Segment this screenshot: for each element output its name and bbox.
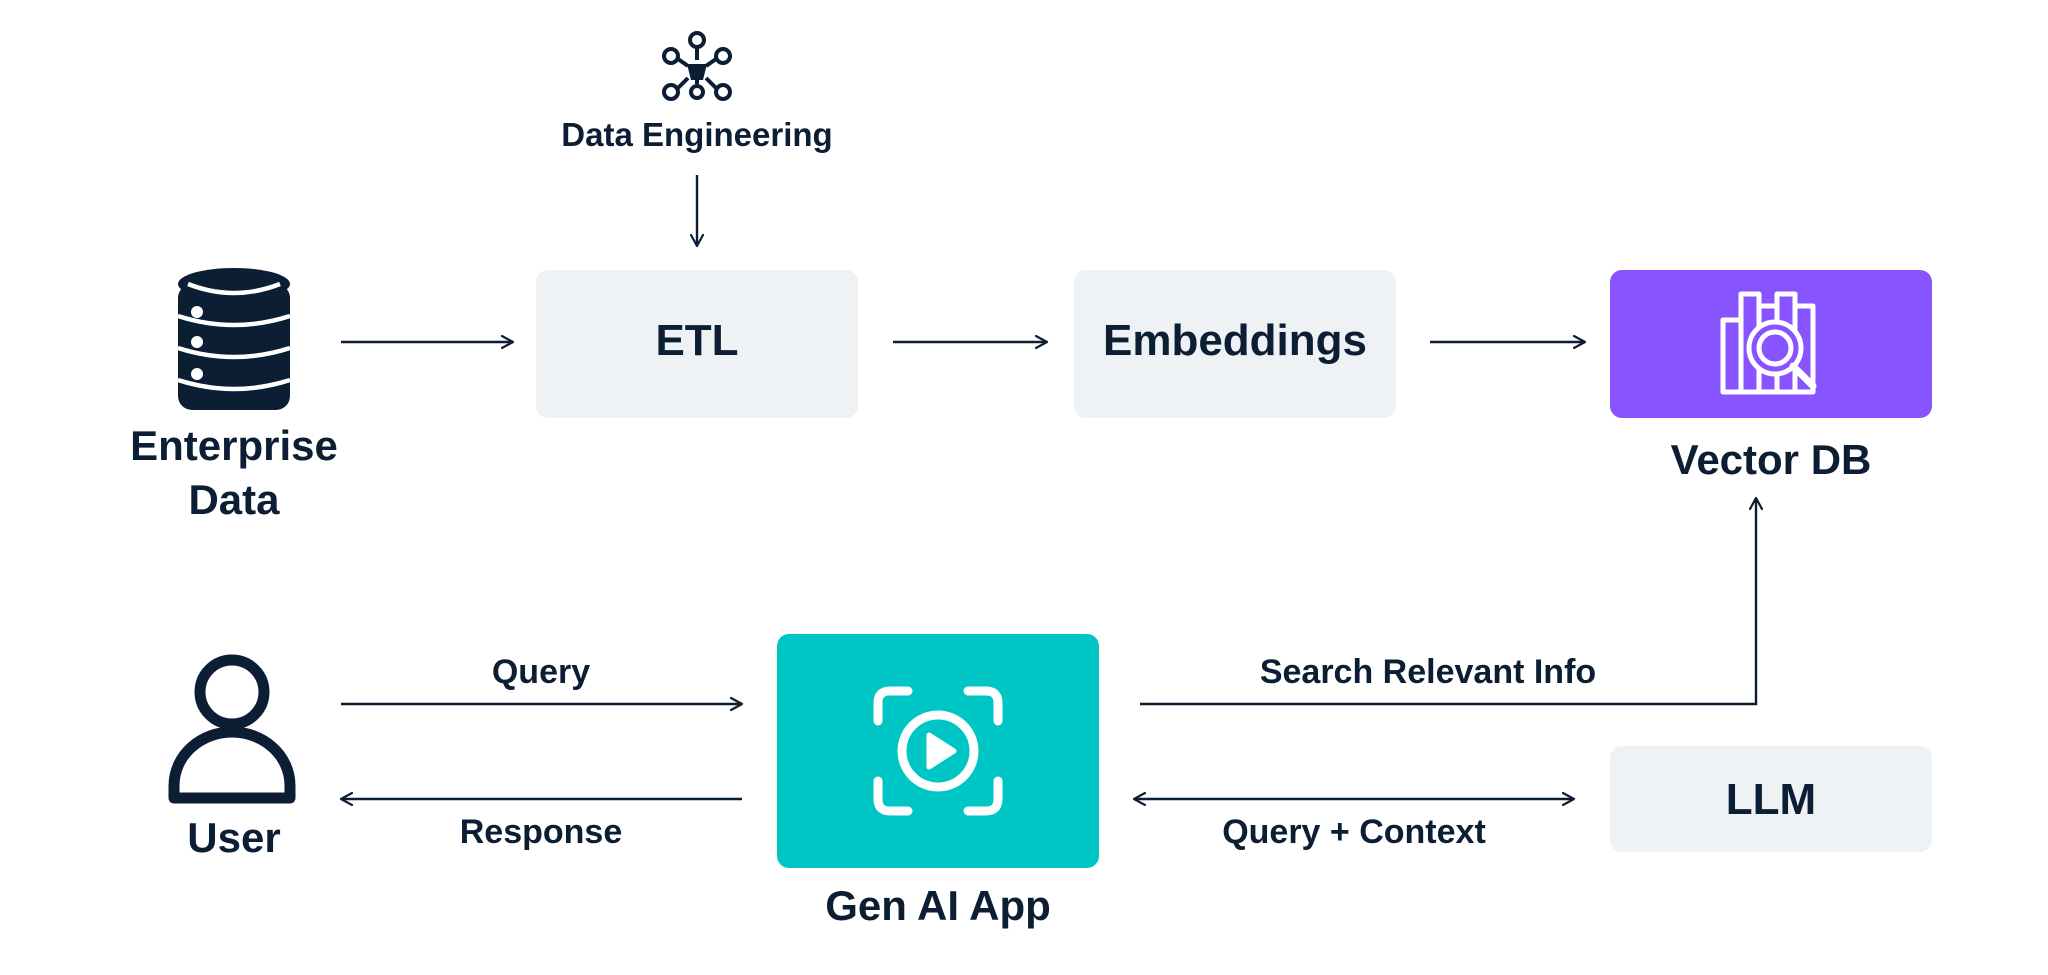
vector-db-label: Vector DB	[1671, 436, 1872, 483]
query-label: Query	[492, 653, 590, 691]
search-relevant-info-label: Search Relevant Info	[1260, 653, 1596, 691]
gen-ai-app-label: Gen AI App	[825, 882, 1051, 929]
database-icon	[177, 268, 291, 410]
network-hub-icon	[662, 31, 732, 101]
chart-search-icon	[1720, 291, 1817, 395]
embeddings-box	[1074, 270, 1396, 418]
query-context-label: Query + Context	[1222, 813, 1486, 851]
play-scan-icon	[873, 686, 1003, 816]
data-engineering-label: Data Engineering	[561, 116, 832, 153]
arrow-gen-ai-app-to-vector-db	[1140, 498, 1756, 706]
etl-label: ETL	[655, 316, 738, 365]
response-label: Response	[460, 813, 623, 851]
embeddings-label: Embeddings	[1103, 316, 1367, 365]
user-label: User	[187, 814, 280, 861]
etl-box	[536, 270, 858, 418]
user-icon	[168, 654, 296, 804]
enterprise-data-label-line1: Enterprise	[130, 422, 338, 469]
llm-label: LLM	[1726, 775, 1816, 824]
enterprise-data-label-line2: Data	[188, 476, 280, 523]
llm-box	[1610, 746, 1932, 852]
